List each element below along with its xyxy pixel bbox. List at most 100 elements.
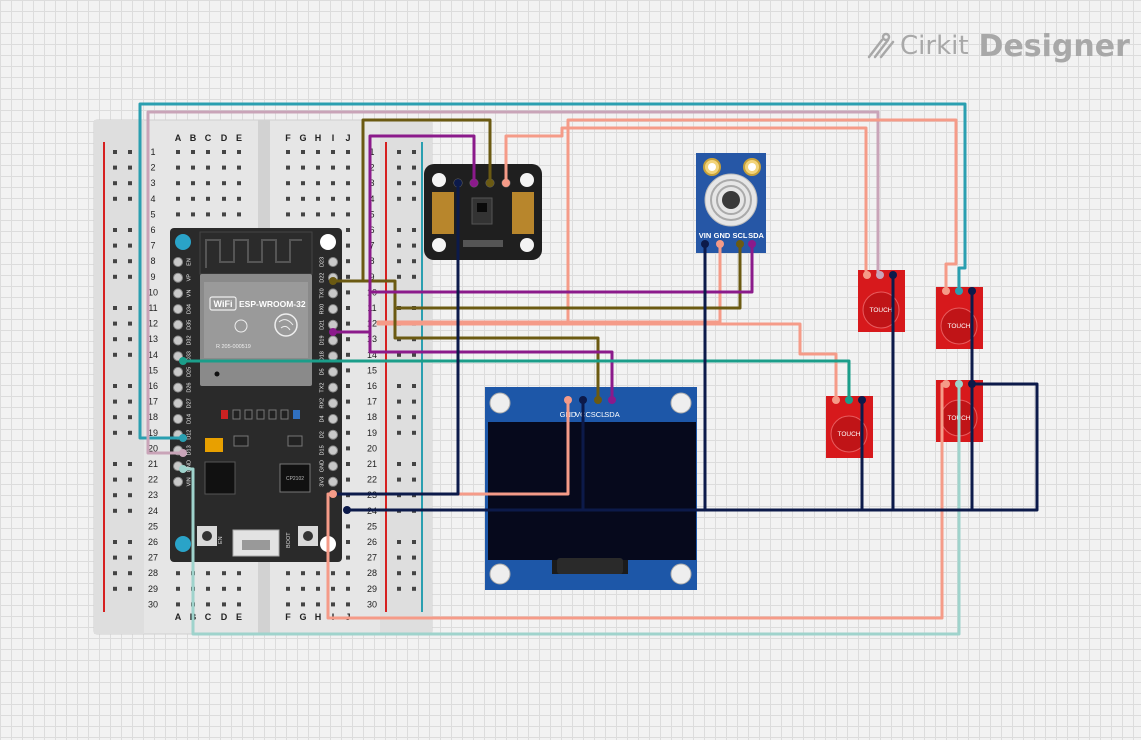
row-label: 16 bbox=[367, 381, 377, 391]
row-label: 17 bbox=[367, 397, 377, 407]
column-label: D bbox=[221, 612, 228, 622]
column-label: A bbox=[175, 133, 182, 143]
row-label: 6 bbox=[369, 225, 374, 235]
ir-pin-label: GND bbox=[714, 231, 731, 240]
breadboard-hole bbox=[237, 212, 241, 217]
wire-salmon-touch2 bbox=[566, 118, 958, 324]
breadboard-hole bbox=[346, 352, 350, 357]
breadboard-hole bbox=[331, 586, 335, 591]
breadboard-hole bbox=[191, 196, 195, 201]
breadboard-hole bbox=[331, 196, 335, 201]
esp-pin bbox=[173, 398, 183, 409]
esp-pin bbox=[173, 304, 183, 315]
esp-pin-label: GND bbox=[319, 460, 325, 472]
row-label: 3 bbox=[150, 178, 155, 188]
column-label: G bbox=[299, 612, 306, 622]
esp-pin-label: D15 bbox=[319, 445, 325, 455]
rail-hole bbox=[113, 415, 117, 420]
esp-pin bbox=[328, 288, 338, 299]
rail-hole bbox=[128, 586, 132, 591]
rail-hole bbox=[128, 274, 132, 279]
rail-hole bbox=[113, 165, 117, 170]
breadboard-hole bbox=[346, 540, 350, 544]
row-label: 13 bbox=[148, 334, 158, 344]
esp-pin-label: VIN bbox=[186, 477, 192, 486]
row-label: 8 bbox=[150, 256, 155, 266]
wire-olive-oled bbox=[393, 306, 600, 402]
rail-hole bbox=[128, 430, 132, 435]
row-label: 5 bbox=[369, 209, 374, 219]
esp-pin bbox=[328, 351, 338, 362]
row-label: 9 bbox=[369, 272, 374, 282]
esp-pin-label: RX0 bbox=[319, 304, 325, 315]
mount-hole-top-right bbox=[320, 234, 336, 250]
wire-navy-sensor bbox=[331, 181, 460, 496]
rail-hole bbox=[113, 306, 117, 310]
breadboard-hole bbox=[286, 602, 290, 607]
heart-rate-sensor-board bbox=[424, 164, 542, 260]
row-label: 15 bbox=[367, 365, 377, 375]
rail-hole bbox=[412, 181, 416, 186]
mount-hole-bottom-left bbox=[175, 536, 191, 552]
breadboard-hole bbox=[286, 150, 290, 154]
breadboard-hole bbox=[286, 165, 290, 170]
rail-hole bbox=[113, 243, 117, 248]
breadboard-hole bbox=[331, 165, 335, 170]
row-label: 29 bbox=[367, 584, 377, 594]
esp-pin-label: 3V3 bbox=[319, 477, 325, 487]
row-label: 20 bbox=[148, 443, 158, 453]
logo-text-light: Cirkit bbox=[900, 31, 969, 61]
breadboard-hole bbox=[286, 571, 290, 576]
esp-pin bbox=[173, 319, 183, 330]
row-label: 28 bbox=[148, 568, 158, 578]
rail-hole bbox=[412, 555, 416, 560]
rail-hole bbox=[397, 415, 401, 420]
breadboard-hole bbox=[176, 150, 180, 154]
breadboard-hole bbox=[346, 462, 350, 466]
rail-hole bbox=[128, 165, 132, 170]
breadboard-hole bbox=[346, 586, 350, 591]
wire-purple-ir bbox=[368, 242, 754, 294]
breadboard-hole bbox=[286, 181, 290, 186]
rail-hole bbox=[412, 259, 416, 264]
row-label: 12 bbox=[367, 319, 377, 329]
wire-purple-sensor bbox=[331, 134, 476, 334]
row-label: 4 bbox=[369, 194, 374, 204]
rail-hole bbox=[128, 477, 132, 482]
breadboard-hole bbox=[206, 571, 210, 576]
wire-navy-ground-bus bbox=[345, 382, 1039, 512]
breadboard-hole bbox=[316, 150, 320, 154]
esp-pin bbox=[328, 366, 338, 377]
rail-hole bbox=[397, 259, 401, 264]
esp-pin-label: D35 bbox=[186, 320, 192, 330]
rail-hole bbox=[113, 462, 117, 466]
rail-hole bbox=[397, 228, 401, 232]
esp-pin-label: D13 bbox=[186, 445, 192, 455]
esp32-board: WiFi ESP-WROOM-32 R 205-000519 CP2102 EN… bbox=[170, 228, 342, 562]
breadboard-hole bbox=[222, 212, 226, 217]
esp-pin-label: D25 bbox=[186, 367, 192, 377]
row-label: 6 bbox=[150, 225, 155, 235]
boot-button-label: BOOT bbox=[286, 532, 292, 548]
rail-hole bbox=[113, 430, 117, 435]
column-label: G bbox=[299, 133, 306, 143]
breadboard-hole bbox=[222, 165, 226, 170]
row-label: 12 bbox=[148, 319, 158, 329]
rail-hole bbox=[412, 352, 416, 357]
espressif-logo-icon bbox=[274, 313, 298, 337]
row-label: 17 bbox=[148, 397, 158, 407]
row-label: 29 bbox=[148, 584, 158, 594]
rail-hole bbox=[128, 462, 132, 466]
row-label: 30 bbox=[148, 599, 158, 609]
column-label: J bbox=[345, 133, 350, 143]
breadboard-hole bbox=[316, 196, 320, 201]
row-label: 15 bbox=[148, 365, 158, 375]
rail-hole bbox=[412, 430, 416, 435]
rail-hole bbox=[128, 508, 132, 513]
rail-hole bbox=[113, 540, 117, 544]
rail-hole bbox=[128, 555, 132, 560]
row-label: 2 bbox=[369, 163, 374, 173]
rail-hole bbox=[128, 384, 132, 388]
